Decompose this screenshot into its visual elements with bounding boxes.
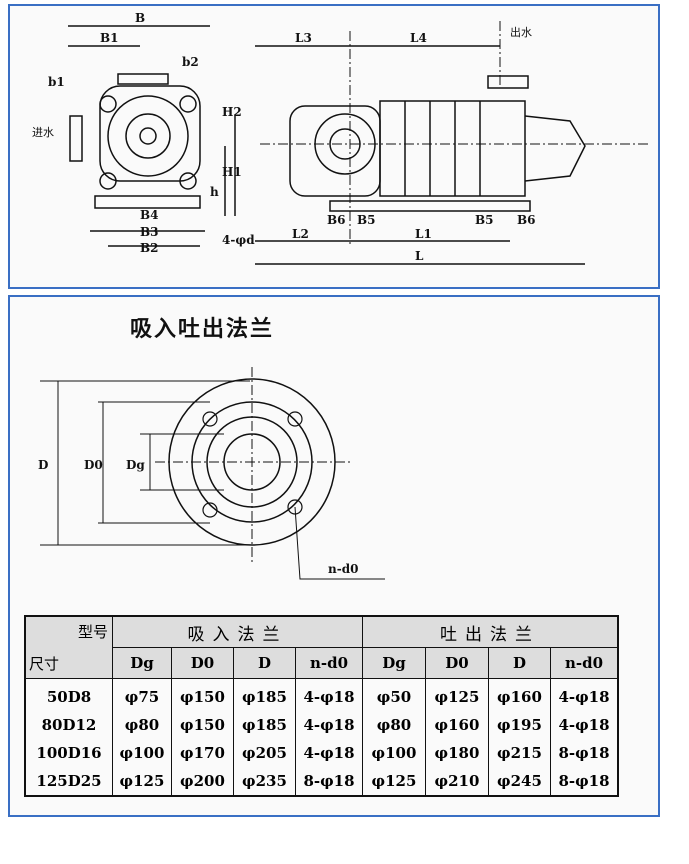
table-cell: φ170 xyxy=(171,739,234,767)
model-cell: 125D25 xyxy=(24,767,113,796)
table-cell: 8-φ18 xyxy=(550,767,619,796)
dim-h: h xyxy=(210,185,219,199)
table-cell: 4-φ18 xyxy=(295,678,363,711)
dim-B6-right: B6 xyxy=(517,213,536,227)
table-cell: φ215 xyxy=(488,739,551,767)
table-cell: φ50 xyxy=(362,678,426,711)
column-header: D xyxy=(233,647,296,679)
dim-H2: H2 xyxy=(222,105,242,119)
table-cell: φ80 xyxy=(112,711,172,739)
dim-B2: B2 xyxy=(140,241,159,255)
dim-B3: B3 xyxy=(140,225,159,239)
model-cell: 50D8 xyxy=(24,678,113,711)
dim-D0: D0 xyxy=(84,458,103,472)
table-cell: φ235 xyxy=(233,767,296,796)
column-header: D0 xyxy=(171,647,234,679)
column-header: Dg xyxy=(362,647,426,679)
column-header: D xyxy=(488,647,551,679)
dim-nd0: n-d0 xyxy=(328,562,358,576)
dim-B6-left: B6 xyxy=(327,213,346,227)
pump-outline-drawing: B B1 b1 b2 H2 H1 h 进水 B4 B3 B2 4-φd L3 L… xyxy=(32,11,650,265)
corner-model-label: 型号 xyxy=(77,623,108,641)
model-cell: 80D12 xyxy=(24,711,113,739)
table-cell: φ180 xyxy=(425,739,489,767)
table-cell: φ150 xyxy=(171,711,234,739)
table-cell: 4-φ18 xyxy=(295,739,363,767)
dim-b2: b2 xyxy=(182,55,199,69)
dim-L3: L3 xyxy=(295,31,312,45)
table-cell: φ125 xyxy=(112,767,172,796)
column-header: n-d0 xyxy=(295,647,363,679)
flange-title: 吸入吐出法兰 xyxy=(130,317,275,342)
table-cell: 4-φ18 xyxy=(550,678,619,711)
dim-B1: B1 xyxy=(100,31,119,45)
table-cell: φ160 xyxy=(488,678,551,711)
flange-drawing: D D0 Dg n-d0 xyxy=(38,367,385,580)
model-cell: 100D16 xyxy=(24,739,113,767)
corner-header: 型号 尺寸 xyxy=(24,615,113,679)
table-cell: 4-φ18 xyxy=(550,711,619,739)
pump-dimension-panel: B B1 b1 b2 H2 H1 h 进水 B4 B3 B2 4-φd L3 L… xyxy=(8,4,660,289)
column-header: n-d0 xyxy=(550,647,619,679)
dim-D: D xyxy=(38,458,48,472)
dim-B5-left: B5 xyxy=(357,213,376,227)
dim-L2: L2 xyxy=(292,227,309,241)
table-cell: φ80 xyxy=(362,711,426,739)
inlet-label: 进水 xyxy=(32,126,54,139)
dim-b1: b1 xyxy=(48,75,65,89)
table-cell: 8-φ18 xyxy=(550,739,619,767)
table-cell: φ100 xyxy=(112,739,172,767)
table-cell: φ210 xyxy=(425,767,489,796)
table-cell: φ205 xyxy=(233,739,296,767)
table-cell: 8-φ18 xyxy=(295,767,363,796)
column-header: D0 xyxy=(425,647,489,679)
table-cell: φ75 xyxy=(112,678,172,711)
table-cell: φ200 xyxy=(171,767,234,796)
table-cell: φ195 xyxy=(488,711,551,739)
dim-holes: 4-φd xyxy=(222,233,255,247)
column-header: Dg xyxy=(112,647,172,679)
table-cell: φ125 xyxy=(362,767,426,796)
dim-B4: B4 xyxy=(140,208,159,222)
table-cell: φ150 xyxy=(171,678,234,711)
dim-L: L xyxy=(415,249,424,263)
outlet-label: 出水 xyxy=(510,25,532,39)
dim-B: B xyxy=(135,11,145,25)
table-cell: φ185 xyxy=(233,678,296,711)
table-cell: φ100 xyxy=(362,739,426,767)
dim-L4: L4 xyxy=(410,31,427,45)
table-cell: φ185 xyxy=(233,711,296,739)
table-cell: φ160 xyxy=(425,711,489,739)
dim-H1: H1 xyxy=(222,165,242,179)
table-cell: φ125 xyxy=(425,678,489,711)
dim-Dg: Dg xyxy=(126,458,145,472)
table-cell: 4-φ18 xyxy=(295,711,363,739)
corner-size-label: 尺寸 xyxy=(29,655,60,673)
table-cell: φ245 xyxy=(488,767,551,796)
dim-L1: L1 xyxy=(415,227,432,241)
group-outlet-flange: 吐出法兰 xyxy=(362,615,619,648)
group-inlet-flange: 吸入法兰 xyxy=(112,615,363,648)
dim-B5-right: B5 xyxy=(475,213,494,227)
